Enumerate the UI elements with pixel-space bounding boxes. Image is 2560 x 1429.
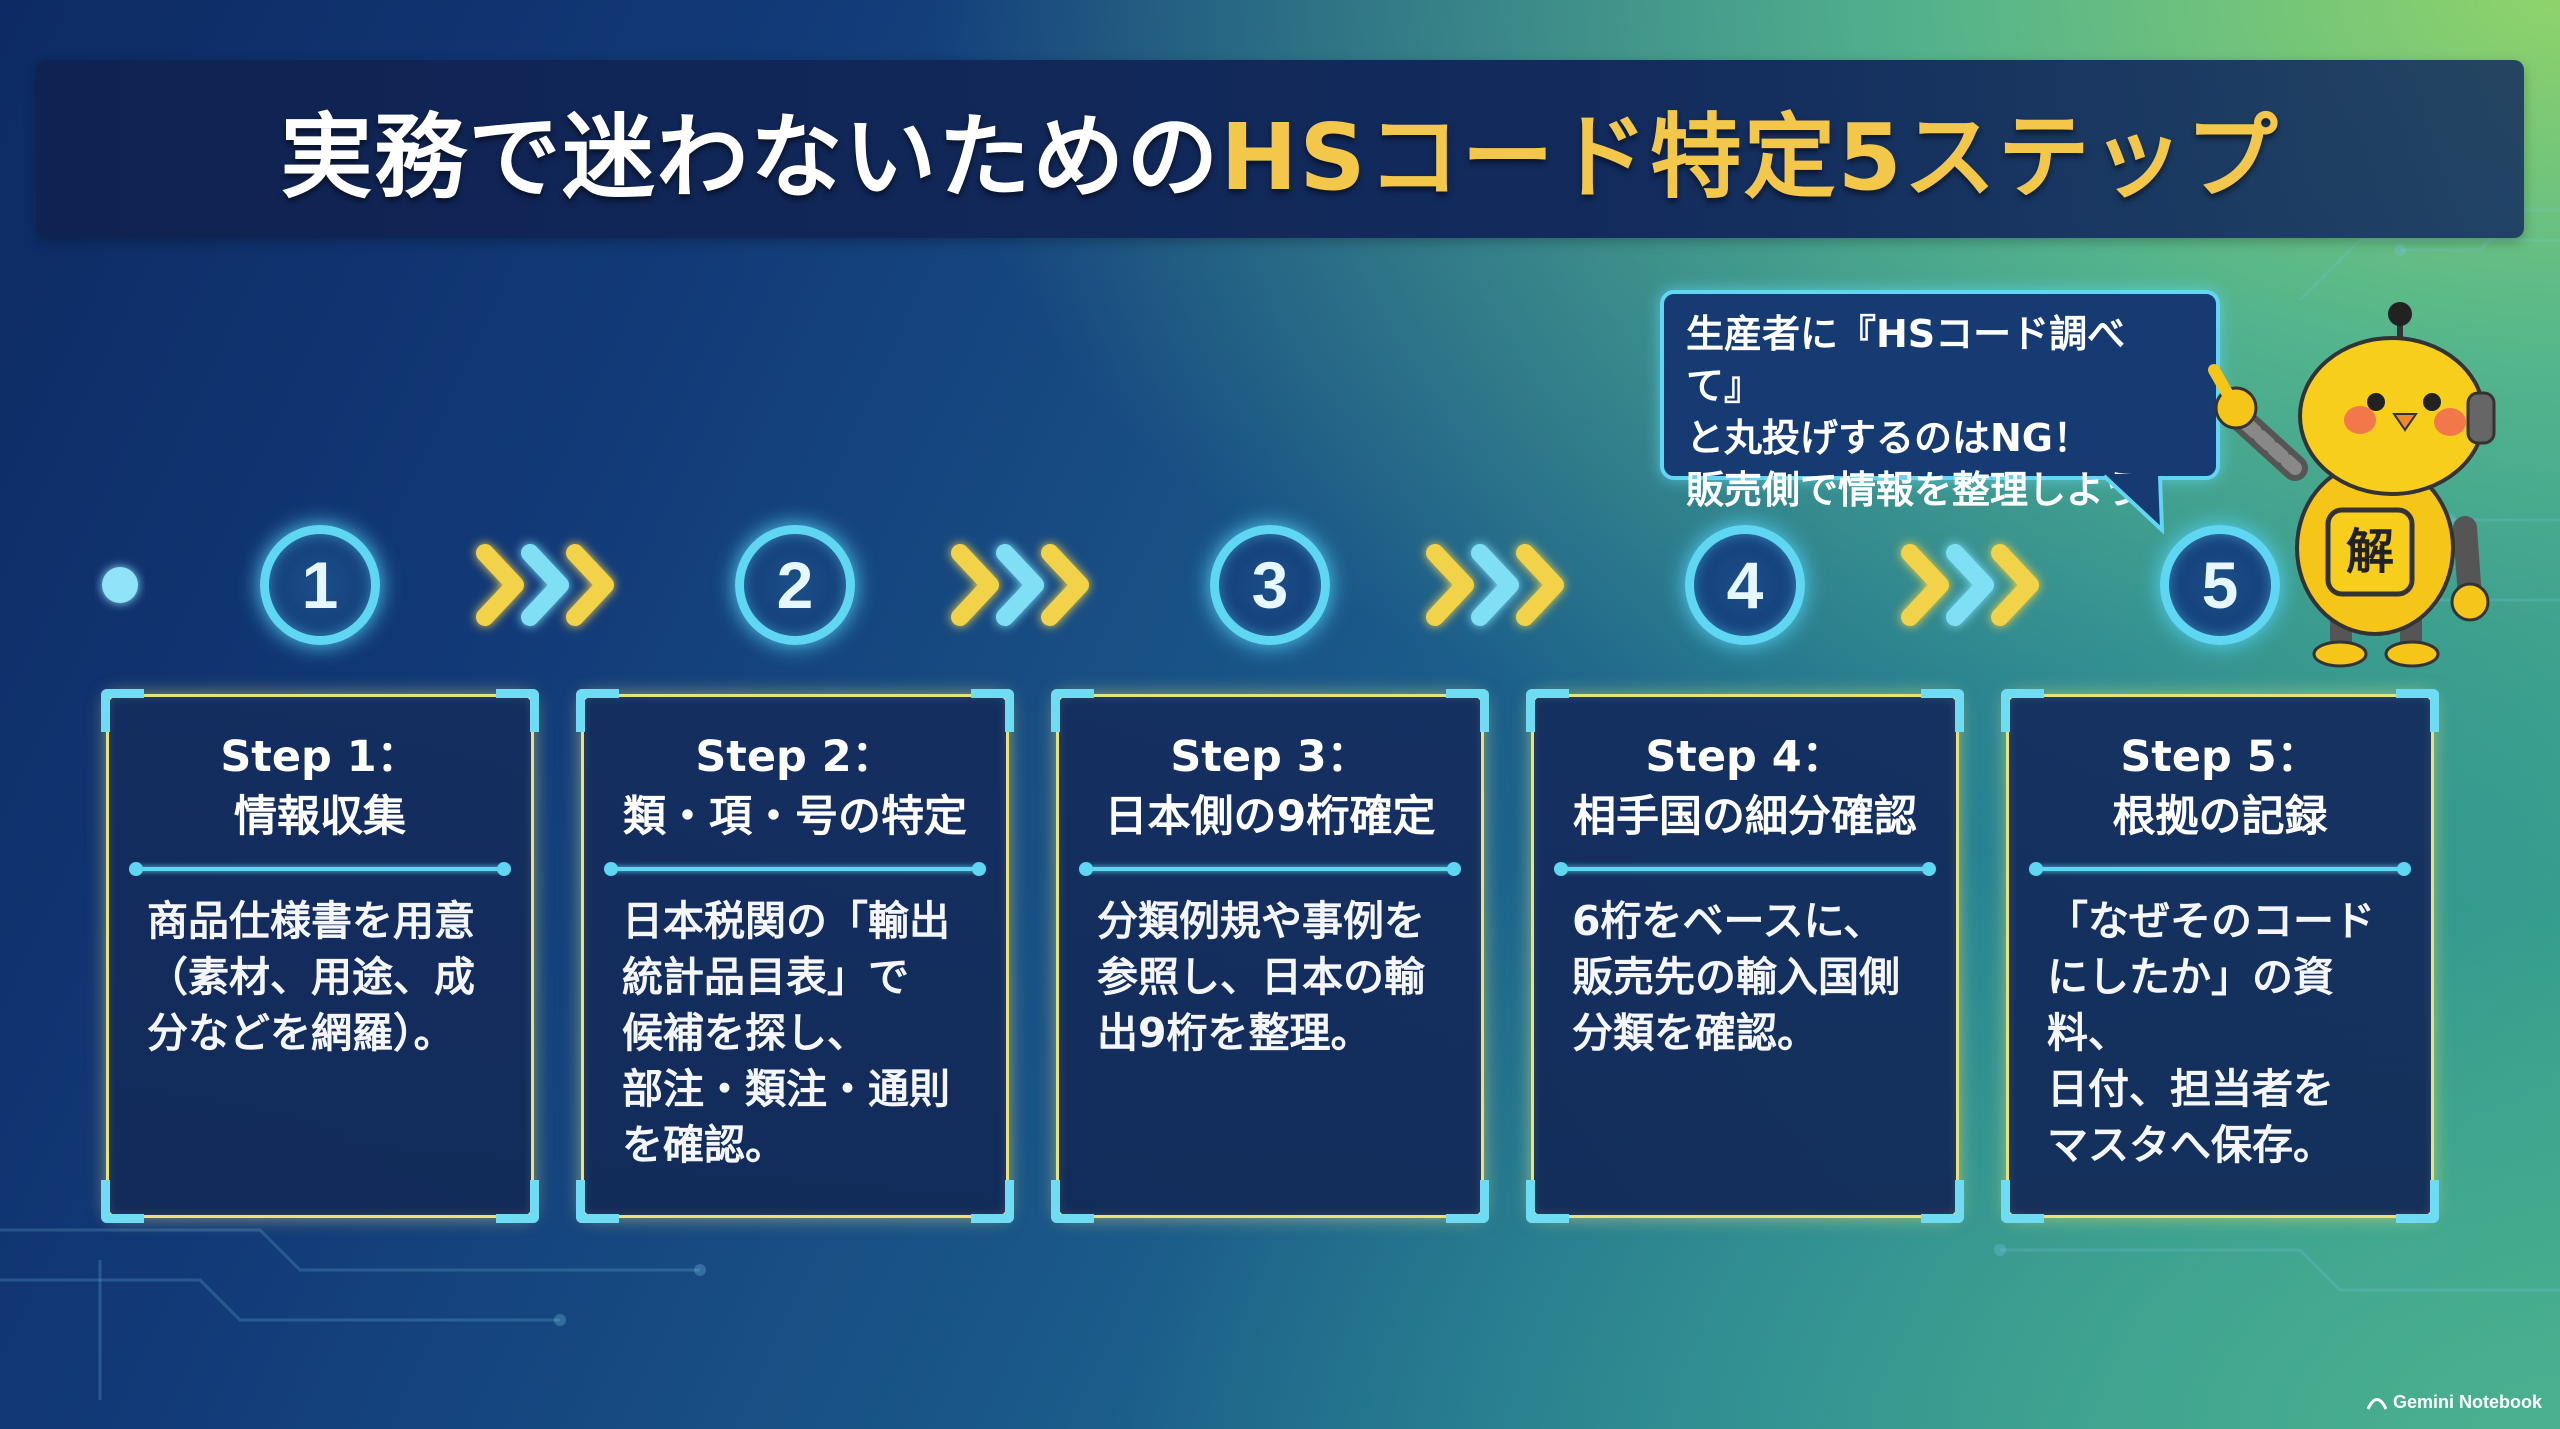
step-card-header: Step 2： 類・項・号の特定 [584,727,1006,847]
step-card-2: Step 2： 類・項・号の特定 日本税関の「輸出 統計品目表」で 候補を探し、… [576,689,1014,1223]
speech-bubble: 生産者に『HSコード調べて』 と丸投げするのはNG！ 販売側で情報を整理しよう。 [1660,290,2220,512]
watermark-text: Gemini Notebook [2392,1392,2542,1412]
step-title: 相手国の細分確認 [1573,792,1917,842]
step-node-5: 5 [2160,525,2280,645]
title-main: 実務で迷わないための [280,103,1221,211]
step-title: 日本側の9桁確定 [1104,792,1436,842]
step-card-header: Step 5： 根拠の記録 [2009,727,2431,847]
step-node-4: 4 [1685,525,1805,645]
step-divider [604,862,986,876]
step-title: 根拠の記録 [2112,792,2328,842]
step-label: Step 2： [695,732,895,782]
title-highlight: HSコード特定5ステップ [1220,103,2280,211]
step-card-header: Step 1： 情報収集 [109,727,531,847]
speech-bubble-tail [2102,474,2165,534]
step-node-3: 3 [1210,525,1330,645]
step-description: 商品仕様書を用意 （素材、用途、成 分などを網羅）。 [147,897,475,1057]
gemini-logo-icon [2366,1397,2387,1410]
step-title: 類・項・号の特定 [623,792,967,842]
step-label: Step 4： [1645,732,1845,782]
step-card-1: Step 1： 情報収集 商品仕様書を用意 （素材、用途、成 分などを網羅）。 [101,689,539,1223]
step-divider [129,862,511,876]
step-divider [1079,862,1461,876]
step-card-5: Step 5： 根拠の記録 「なぜそのコード にしたか」の資料、 日付、担当者を… [2001,689,2439,1223]
title-bar: 実務で迷わないためのHSコード特定5ステップ [36,60,2524,238]
step-description: 日本税関の「輸出 統計品目表」で 候補を探し、 部注・類注・通則 を確認。 [622,897,950,1169]
step-card-header: Step 3： 日本側の9桁確定 [1059,727,1481,847]
chevron-group-3 [1426,544,1564,626]
chevron-group-2 [951,544,1089,626]
chevron-group-1 [476,544,614,626]
step-label: Step 5： [2120,732,2320,782]
watermark: Gemini Notebook [2366,1392,2542,1413]
step-node-1: 1 [260,525,380,645]
step-title: 情報収集 [234,792,406,842]
mascot-badge: 解 [2346,524,2394,580]
step-card-4: Step 4： 相手国の細分確認 6桁をベースに、 販売先の輸入国側 分類を確認… [1526,689,1964,1223]
step-label: Step 1： [220,732,420,782]
page-title: 実務で迷わないためのHSコード特定5ステップ [280,83,2279,216]
step-description: 「なぜそのコード にしたか」の資料、 日付、担当者を マスタへ保存。 [2047,897,2375,1169]
step-label: Step 3： [1170,732,1370,782]
step-description: 6桁をベースに、 販売先の輸入国側 分類を確認。 [1572,897,1900,1057]
step-card-header: Step 4： 相手国の細分確認 [1534,727,1956,847]
step-description: 分類例規や事例を 参照し、日本の輸 出9桁を整理。 [1097,897,1425,1057]
robot-mascot-icon: 解 [2208,302,2496,668]
step-divider [2029,862,2411,876]
timeline-start-dot [102,567,138,603]
step-node-2: 2 [735,525,855,645]
step-divider [1554,862,1936,876]
step-card-3: Step 3： 日本側の9桁確定 分類例規や事例を 参照し、日本の輸 出9桁を整… [1051,689,1489,1223]
chevron-group-4 [1901,544,2039,626]
